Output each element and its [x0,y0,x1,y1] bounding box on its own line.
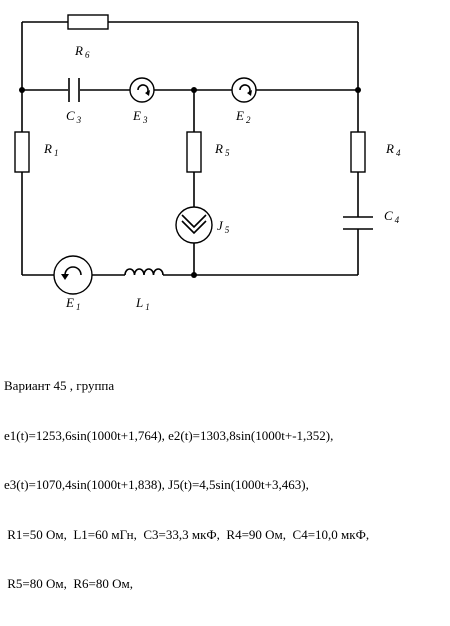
junctions [19,87,361,278]
caption-sources-line-1: e1(t)=1253,6sin(1000t+1,764), e2(t)=1303… [4,427,334,443]
resistor-r6 [67,14,109,30]
resistor-r5 [186,131,202,173]
voltage-source-e1 [53,255,93,295]
inductor-l1 [124,268,164,276]
current-source-j5 [175,206,213,244]
caption-variant-line: Вариант 45 , группа [4,378,115,393]
resistor-r1 [14,131,30,173]
junction-dot [191,87,197,93]
junction-dot [355,87,361,93]
voltage-source-e3 [129,77,155,103]
junction-dot [191,272,197,278]
capacitor-c3 [68,78,80,102]
caption-params-line-1: R1=50 Ом, L1=60 мГн, C3=33,3 мкФ, R4=90 … [4,526,370,542]
caption-sources-line-2: e3(t)=1070,4sin(1000t+1,838), J5(t)=4,5s… [4,477,309,492]
caption-params-line-2: R5=80 Ом, R6=80 Ом, [4,576,133,591]
capacitor-c4 [343,216,373,230]
task-caption: Вариант 45 , группа e1(t)=1253,6sin(1000… [4,345,448,626]
resistor-r4 [350,131,366,173]
voltage-source-e2 [231,77,257,103]
junction-dot [19,87,25,93]
